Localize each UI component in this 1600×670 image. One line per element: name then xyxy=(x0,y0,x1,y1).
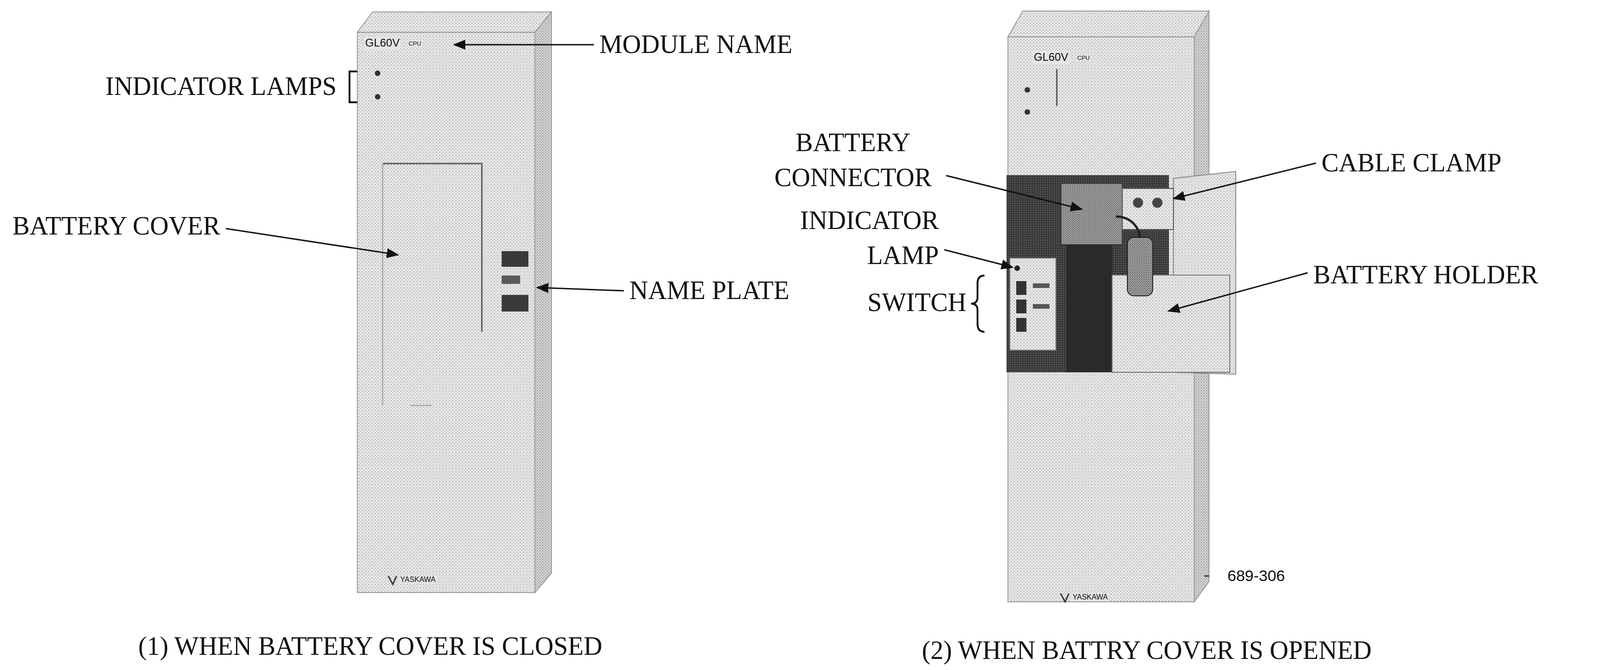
leader-line xyxy=(454,44,594,46)
battery-connector xyxy=(1060,183,1123,245)
battery-cover-outline xyxy=(382,163,432,406)
lamp xyxy=(1024,87,1031,93)
logo-mark xyxy=(1060,593,1069,603)
leader-line xyxy=(944,249,1013,268)
figure-caption: (2) WHEN BATTRY COVER IS OPENED xyxy=(921,633,1372,669)
callout-label: BATTERY COVER xyxy=(12,208,221,244)
leader-line xyxy=(1168,272,1308,312)
clamp-screw xyxy=(1132,197,1144,208)
leader-line xyxy=(225,228,398,255)
module-name-print: GL60V xyxy=(364,36,401,50)
callout-label: SWITCH xyxy=(867,285,967,321)
leader-line xyxy=(946,175,1082,210)
battery xyxy=(1127,237,1153,297)
inner-panel xyxy=(1066,244,1113,373)
lamp xyxy=(374,94,381,100)
switch xyxy=(1032,283,1050,289)
battery-wire xyxy=(1115,216,1140,238)
leader-line xyxy=(537,287,624,291)
callout-label: INDICATOR LAMP xyxy=(763,203,939,273)
battery-cover-outline xyxy=(382,163,482,332)
lamp xyxy=(1024,109,1031,115)
switch-panel xyxy=(1009,258,1056,351)
callout-label: INDICATOR LAMPS xyxy=(105,69,337,105)
indicator-lamp xyxy=(1014,265,1020,272)
callout-label: NAME PLATE xyxy=(629,273,790,309)
module-top xyxy=(1007,11,1209,37)
name-plate xyxy=(501,295,529,312)
callout-label: BATTERY CONNECTOR xyxy=(765,125,941,196)
module-name-print: CPU xyxy=(407,40,422,48)
figure-number: 689-306 xyxy=(1227,565,1286,587)
switch xyxy=(1016,299,1027,314)
callout-label: MODULE NAME xyxy=(599,27,793,63)
module-side xyxy=(534,11,552,593)
cable-clamp xyxy=(1122,188,1174,230)
module-opened xyxy=(1006,11,1236,603)
callout-label: BATTERY HOLDER xyxy=(1313,257,1539,293)
leader-line xyxy=(1173,163,1316,199)
switch xyxy=(1016,281,1027,296)
figure-dash xyxy=(1204,575,1209,578)
name-plate xyxy=(501,251,529,267)
module-closed xyxy=(357,11,552,593)
figure-caption: (1) WHEN BATTERY COVER IS CLOSED xyxy=(138,629,603,665)
module-name-print: CPU xyxy=(1076,54,1091,62)
name-plate xyxy=(501,275,521,285)
clamp-screw xyxy=(1152,197,1163,208)
module-name-print: GL60V xyxy=(1032,50,1070,64)
brace xyxy=(971,275,985,332)
switch xyxy=(1032,304,1050,309)
bracket xyxy=(349,71,358,103)
logo-mark xyxy=(388,576,397,585)
module-top xyxy=(357,11,552,33)
module-mark xyxy=(1056,69,1058,107)
callout-label: CABLE CLAMP xyxy=(1321,145,1502,181)
maker-logo: YASKAWA xyxy=(399,575,437,585)
module-front xyxy=(357,32,535,593)
maker-logo: YASKAWA xyxy=(1071,593,1109,602)
lamp xyxy=(374,70,381,77)
switch xyxy=(1016,318,1027,332)
